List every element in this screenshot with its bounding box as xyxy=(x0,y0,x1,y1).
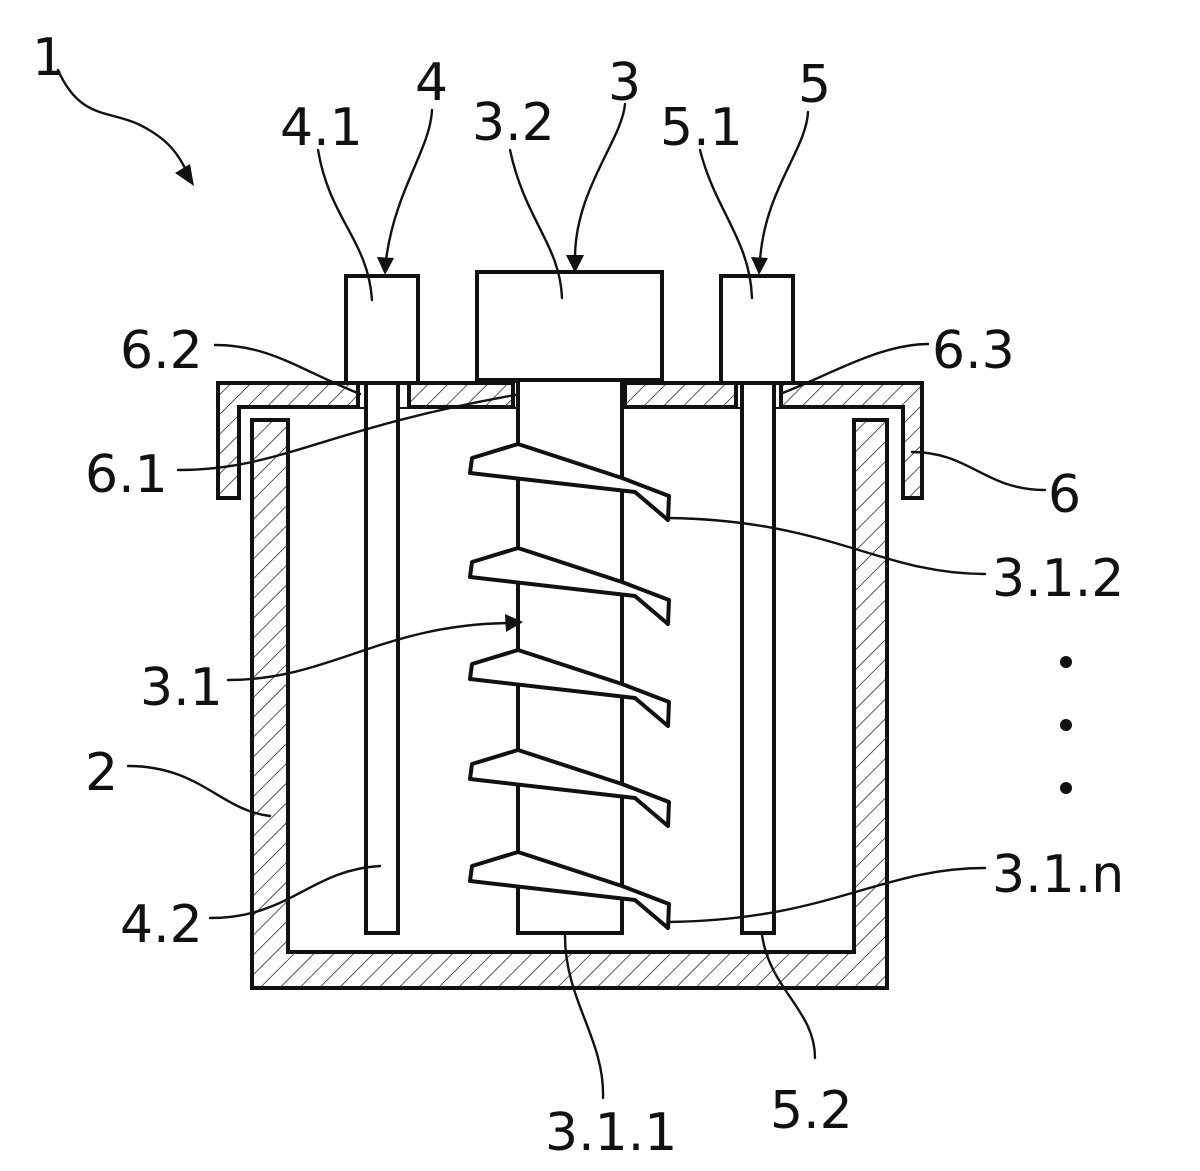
screw xyxy=(468,270,671,935)
label-left-electrode-head: 4.1 xyxy=(280,98,363,158)
label-container: 2 xyxy=(85,743,118,803)
blade xyxy=(468,648,671,728)
left-electrode-rod xyxy=(364,381,400,935)
reference-labels: 1 4.1 4 3.2 3 5.1 5 6.2 6.3 6.1 6 3.1.2 … xyxy=(32,28,1124,1163)
leader-screw-head xyxy=(508,148,564,300)
left-electrode xyxy=(344,274,420,935)
label-lid-right-hole: 6.3 xyxy=(932,321,1015,381)
screw-head xyxy=(475,270,664,382)
arrow-screw-shaft xyxy=(226,621,510,682)
leader-left-electrode-rod xyxy=(208,864,382,920)
leader-lid-right-hole xyxy=(778,342,930,396)
leader-lines xyxy=(56,68,1047,1100)
screw-blades xyxy=(468,442,671,930)
arrow-left-electrode xyxy=(384,108,434,262)
leader-left-electrode-head xyxy=(316,148,374,302)
arrow-screw xyxy=(573,102,627,260)
blade xyxy=(468,546,671,626)
blade xyxy=(468,442,671,522)
leader-right-electrode-rod xyxy=(760,933,817,1060)
leader-right-electrode-head xyxy=(698,148,754,300)
label-lid: 6 xyxy=(1048,465,1081,525)
leader-lid xyxy=(910,450,1047,492)
label-lid-center-hole: 6.1 xyxy=(85,445,168,505)
label-right-electrode-rod: 5.2 xyxy=(770,1081,853,1141)
leader-container xyxy=(126,764,272,818)
label-blade-last: 3.1.n xyxy=(992,845,1124,905)
leader-lid-left-hole xyxy=(213,343,362,396)
right-electrode-head xyxy=(719,274,795,385)
blade xyxy=(468,850,671,930)
label-left-electrode: 4 xyxy=(415,53,448,113)
label-blade-first: 3.1.2 xyxy=(992,549,1124,609)
leader-lid-center-hole xyxy=(176,393,517,472)
left-electrode-head xyxy=(344,274,420,385)
label-screw-head: 3.2 xyxy=(472,93,555,153)
container xyxy=(250,418,889,990)
right-electrode-rod xyxy=(740,381,776,935)
label-right-electrode-head: 5.1 xyxy=(660,98,743,158)
label-left-electrode-rod: 4.2 xyxy=(120,895,203,955)
label-shaft-end: 3.1.1 xyxy=(545,1103,677,1163)
leader-blade-last xyxy=(666,866,987,924)
label-device: 1 xyxy=(32,28,65,88)
label-right-electrode: 5 xyxy=(798,55,831,115)
label-lid-left-hole: 6.2 xyxy=(120,321,203,381)
ellipsis-dots xyxy=(1060,656,1072,794)
leader-blade-first xyxy=(666,516,987,576)
arrow-device xyxy=(56,68,188,172)
blade xyxy=(468,748,671,828)
leader-shaft-end xyxy=(563,934,605,1100)
label-screw-shaft: 3.1 xyxy=(140,658,223,718)
label-screw: 3 xyxy=(608,53,641,113)
right-electrode xyxy=(719,274,795,935)
arrow-right-electrode xyxy=(758,110,810,262)
